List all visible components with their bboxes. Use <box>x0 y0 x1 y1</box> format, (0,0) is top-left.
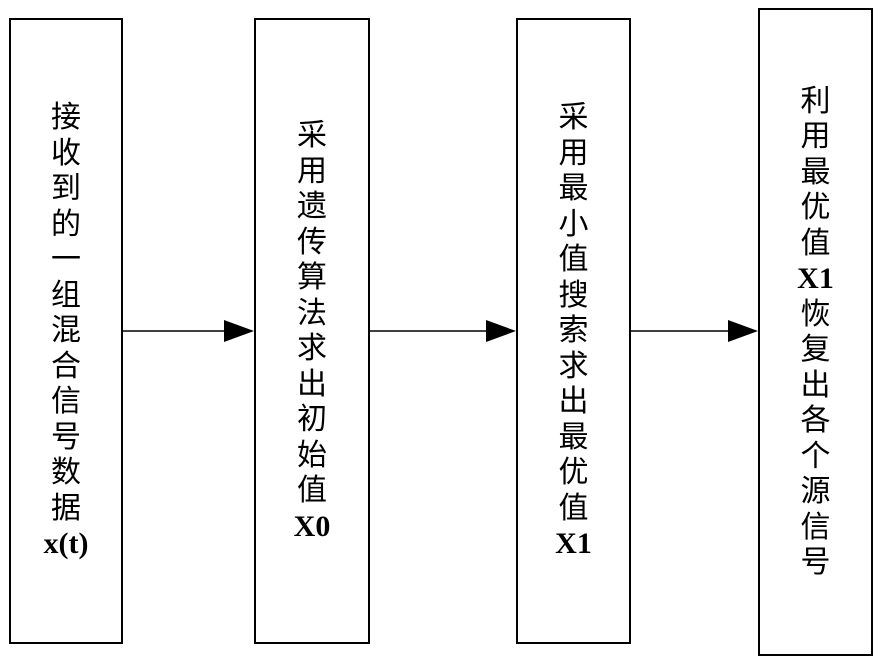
arrow-1 <box>123 320 254 342</box>
arrow-3 <box>631 320 758 342</box>
arrow-2 <box>370 320 516 342</box>
